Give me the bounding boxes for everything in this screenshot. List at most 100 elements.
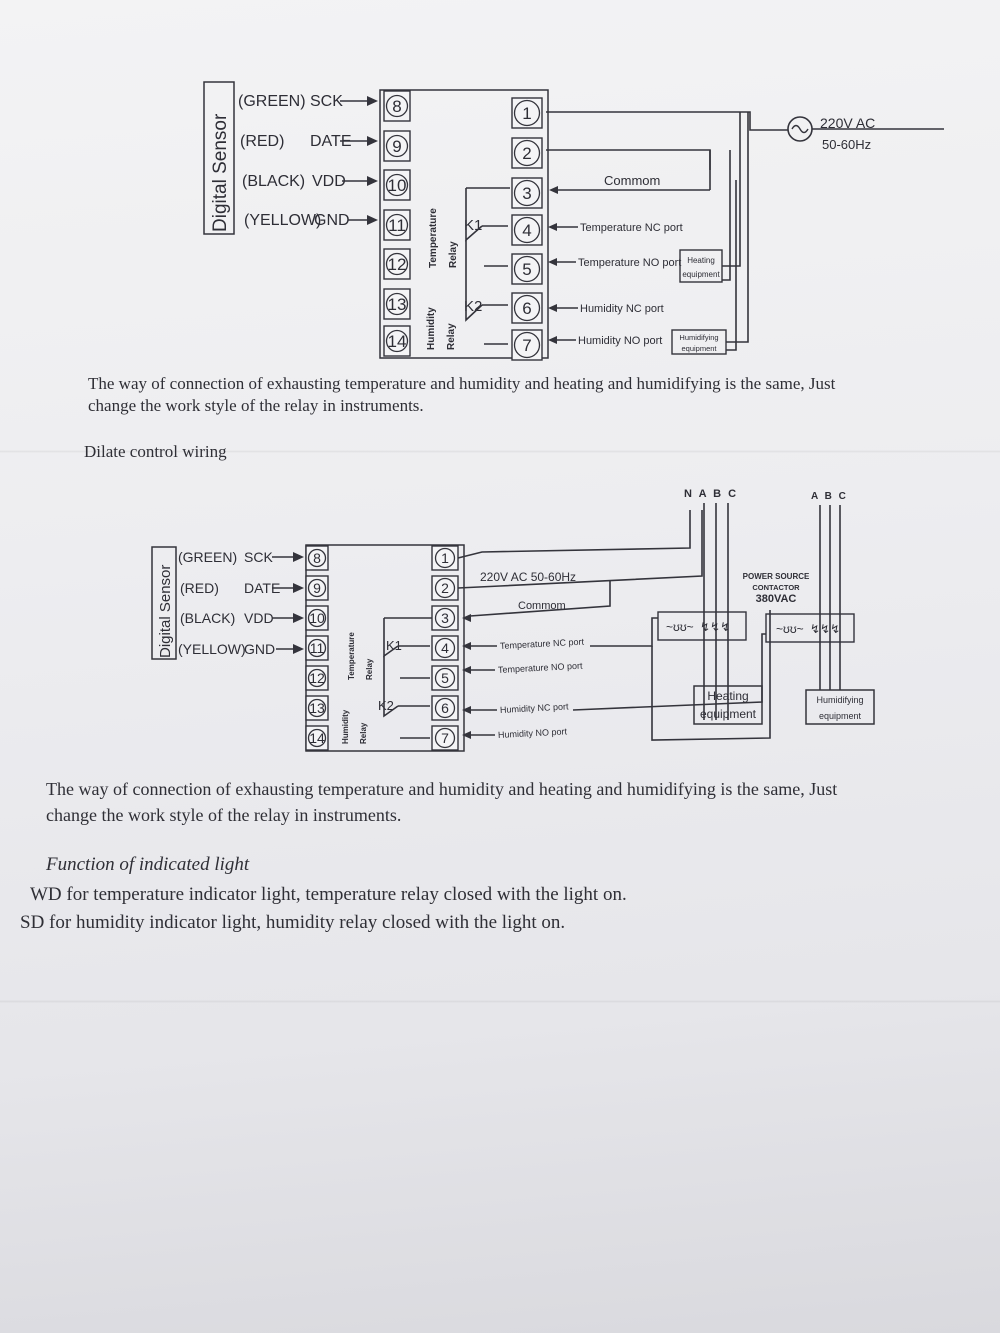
wire-signal-label: SCK <box>310 93 343 110</box>
temperature-relay-label: Relay <box>365 658 374 680</box>
wire-signal-label: VDD <box>312 173 346 190</box>
power-wire-l <box>457 510 691 559</box>
wire-color-label: (YELLOW) <box>244 212 321 229</box>
arrowhead <box>462 731 471 739</box>
contactor-1 <box>657 611 747 641</box>
paragraph-1-line-2: change the work style of the relay in in… <box>88 396 424 415</box>
terminal-7: 7 <box>522 336 531 355</box>
terminal-11: 11 <box>310 640 325 656</box>
terminal-4: 4 <box>522 221 531 240</box>
sensor-label: Digital Sensor <box>157 565 174 658</box>
sensor-wire-arrow <box>367 176 378 186</box>
terminal-14: 14 <box>388 332 407 351</box>
commom-label: Commom <box>604 173 660 188</box>
terminal-7: 7 <box>441 730 449 746</box>
power-label: 220V AC <box>820 115 875 131</box>
paragraph-2-line-1: The way of connection of exhausting temp… <box>46 779 838 799</box>
wd-indicator-line: WD for temperature indicator light, temp… <box>30 884 627 905</box>
contactor-2 <box>765 613 855 643</box>
contactor-1-contacts: ↯↯↯ <box>700 620 730 634</box>
terminal-9: 9 <box>313 580 321 596</box>
terminal-2-box <box>511 137 543 169</box>
sensor-wire-arrow <box>293 583 304 593</box>
terminal-9: 9 <box>392 137 401 156</box>
wire-signal-label: GND <box>244 641 275 657</box>
terminal-2-box <box>431 575 459 601</box>
terminal-11-ring <box>385 213 409 237</box>
terminal-8-ring <box>307 548 327 568</box>
terminal-5: 5 <box>441 670 449 686</box>
wire-color-label: (GREEN) <box>178 549 237 565</box>
terminal-7-ring <box>513 331 541 359</box>
heating-return <box>722 150 731 281</box>
paragraph-1-line-1: The way of connection of exhausting temp… <box>88 374 836 393</box>
dilate-heading: Dilate control wiring <box>84 442 227 461</box>
terminal-12: 12 <box>309 670 325 686</box>
commom-label: Commom <box>518 600 566 612</box>
contactor-1-coil: ~ʊʊ~ <box>666 620 694 634</box>
arrowhead <box>549 186 558 194</box>
instrument-body <box>379 89 549 359</box>
terminal-3-ring <box>434 607 456 629</box>
wire-color-label: (BLACK) <box>242 173 305 190</box>
terminal-3: 3 <box>522 184 531 203</box>
terminal-13-ring <box>385 292 409 316</box>
port-label: Temperature NO port <box>498 661 583 675</box>
phase-labels-right: A B C <box>811 491 848 502</box>
terminal-6-box <box>431 695 459 721</box>
arrowhead <box>462 706 471 714</box>
sensor-label: Digital Sensor <box>210 113 231 232</box>
terminal-13: 13 <box>388 295 407 314</box>
wire-signal-label: GND <box>314 212 350 229</box>
port-label: Humidity NC port <box>580 303 664 315</box>
terminal-4-box <box>431 635 459 661</box>
heating-label: equipment <box>700 707 757 721</box>
terminal-6: 6 <box>441 700 449 716</box>
sensor-box <box>151 546 177 660</box>
port-label: Humidity NO port <box>578 335 662 347</box>
heating-label: Heating <box>707 689 748 703</box>
terminal-14-ring <box>385 329 409 353</box>
arrowhead <box>548 336 557 344</box>
heating-box <box>693 685 763 725</box>
port-label: Humidity NO port <box>498 726 568 740</box>
temperature-relay-label: Relay <box>448 241 459 268</box>
terminal-13: 13 <box>309 700 325 716</box>
sensor-wire-arrow <box>293 552 304 562</box>
terminal-10: 10 <box>388 176 407 195</box>
terminal-1-box <box>511 97 543 129</box>
terminal-7-box <box>511 329 543 361</box>
terminal-9-ring <box>307 578 327 598</box>
sensor-wire-arrow <box>367 215 378 225</box>
humidity-relay-label: Relay <box>446 323 457 350</box>
heating-label: Heating <box>687 256 715 265</box>
terminal-1-ring <box>513 99 541 127</box>
wire-color-label: (RED) <box>240 133 284 150</box>
wire-signal-label: SCK <box>244 549 273 565</box>
arrowhead <box>548 223 557 231</box>
port-label: Humidity NC port <box>500 701 569 715</box>
relay-k2-label: K2 <box>378 698 394 713</box>
terminal-8-ring <box>385 94 409 118</box>
terminal-8: 8 <box>313 550 321 566</box>
terminal-4-box <box>511 214 543 246</box>
humidity-relay-label: Humidity <box>341 709 350 744</box>
heating-label: equipment <box>682 270 720 279</box>
sensor-wire-arrow <box>367 136 378 146</box>
humidifying-control-wire <box>572 633 766 711</box>
terminal-5-ring <box>513 255 541 283</box>
humidifying-wire <box>726 112 749 343</box>
terminal-1: 1 <box>441 550 449 566</box>
phase-labels-left: N A B C <box>684 488 738 500</box>
humidity-relay-label: Relay <box>359 722 368 744</box>
terminal-6-ring <box>434 697 456 719</box>
relay-k2-contact <box>383 656 399 718</box>
terminal-2-ring <box>434 577 456 599</box>
terminal-4: 4 <box>441 640 449 656</box>
terminal-5: 5 <box>522 260 531 279</box>
wire-color-label: (RED) <box>180 580 219 596</box>
return-wire <box>651 610 771 741</box>
terminal-11: 11 <box>388 216 406 235</box>
wire-color-label: (YELLOW) <box>178 641 246 657</box>
port-label: Temperature NO port <box>578 257 681 269</box>
